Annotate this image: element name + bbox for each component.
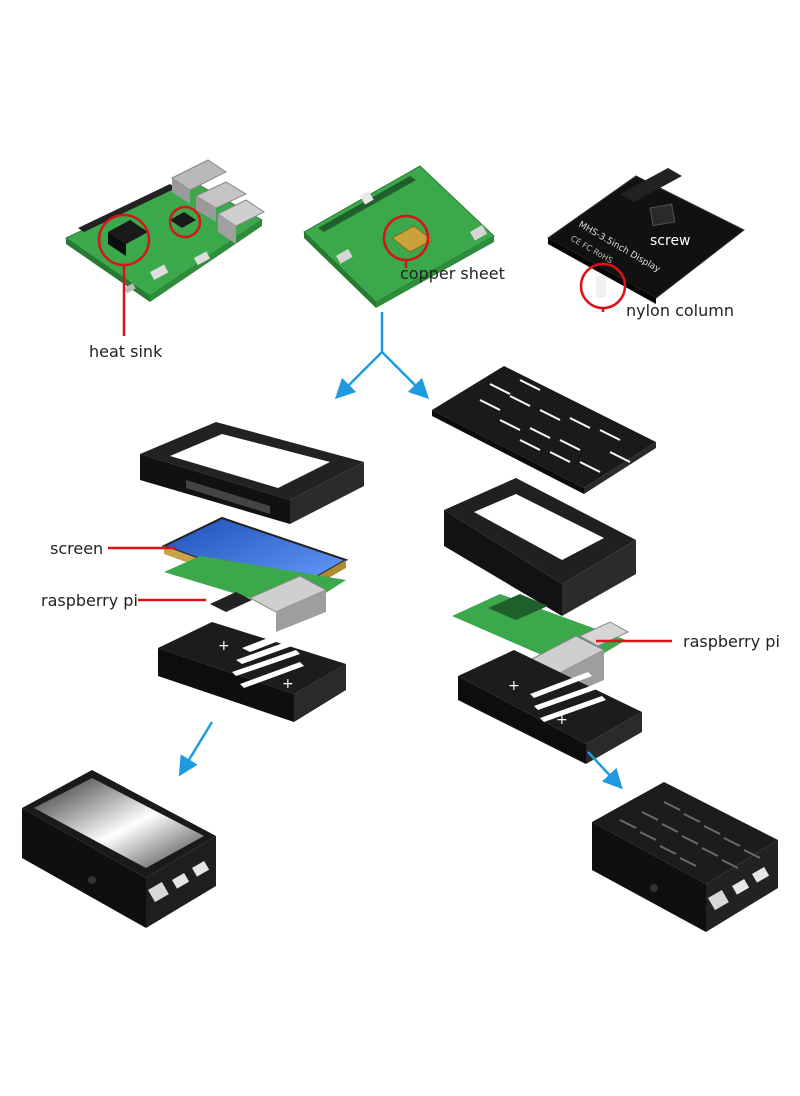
nylon-column-label: nylon column: [626, 301, 734, 320]
right-top-frame: [444, 478, 636, 616]
display-board: MHS-3.5inch Display CE FC RoHS: [547, 168, 745, 304]
left-finish-arrow: [178, 721, 214, 777]
left-bottom-case: + +: [158, 622, 346, 722]
pi-with-copper-board: [303, 165, 495, 308]
right-finish-arrow: [587, 751, 623, 790]
right-vented-lid: [432, 366, 656, 494]
svg-text:+: +: [282, 676, 294, 692]
raspberry-pi-right-label: raspberry pi: [683, 632, 780, 651]
right-bottom-case: + +: [458, 650, 642, 764]
fork-arrows: [334, 312, 430, 400]
svg-text:+: +: [218, 638, 230, 654]
screw-label: screw: [650, 233, 691, 249]
raspberry-pi-left-label: raspberry pi: [41, 591, 138, 610]
right-finished-unit: [592, 782, 778, 932]
screen-label: screen: [50, 539, 104, 558]
heat-sink-callout-circle-small: [168, 205, 202, 239]
copper-sheet-label: copper sheet: [400, 264, 505, 283]
left-top-frame: [140, 422, 364, 524]
left-pi-layer: [164, 556, 346, 632]
svg-text:+: +: [556, 712, 568, 728]
left-finished-unit: [22, 770, 216, 928]
pi-with-heatsinks-board: [64, 159, 265, 302]
svg-text:+: +: [508, 678, 520, 694]
heat-sink-label: heat sink: [89, 342, 163, 361]
